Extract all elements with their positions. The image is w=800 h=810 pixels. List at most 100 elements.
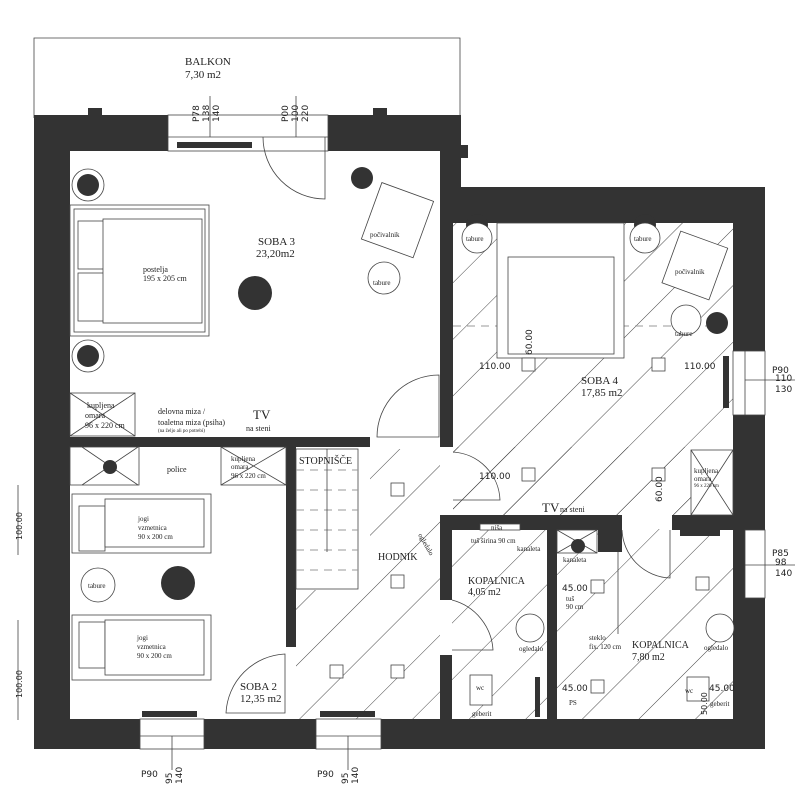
wardrobe-size: 96 x 220 cm: [85, 421, 126, 430]
mattress-label: vzmetnica: [138, 524, 168, 532]
wardrobe-label: omara: [231, 463, 249, 471]
mirror-label: ogledalo: [704, 644, 729, 652]
wc-label: wc: [476, 684, 484, 692]
hallway: STOPNIŠČE HODNIK ogledalo: [295, 448, 435, 679]
room-soba-3: postelja 195 x 205 cm počivalnik tabure …: [69, 167, 435, 437]
room-area: 4,05 m2: [468, 587, 501, 598]
armchair: [360, 182, 435, 259]
window-label: 138: [202, 105, 212, 122]
dimension: 100.00: [15, 512, 24, 540]
window-label: 140: [175, 767, 185, 784]
drain-label: kanaleta: [517, 545, 541, 553]
room-name: SOBA 4: [581, 375, 618, 387]
dimension: 45.00: [562, 684, 588, 694]
shower-label: tuš: [566, 595, 574, 603]
stool-label: tabure: [466, 235, 484, 243]
window-label: P90: [772, 366, 789, 376]
windows: [139, 96, 795, 770]
wardrobe-label: omara: [85, 411, 105, 420]
shelves-label: police: [167, 465, 187, 474]
tv-note: na steni: [246, 424, 271, 433]
room-name: SOBA 3: [258, 236, 295, 248]
lamp: [238, 276, 272, 310]
ps-label: PS: [569, 699, 577, 707]
mirror-label: ogledalo: [519, 645, 544, 653]
shower-label: tuš širina 90 cm: [471, 537, 516, 545]
dimension: 100.00: [15, 670, 24, 698]
window-label: 220: [301, 105, 311, 122]
room-name: SOBA 2: [240, 681, 277, 693]
window-label: 98: [775, 558, 787, 568]
desk-label: toaletna miza (psiha): [158, 418, 225, 427]
sink: [705, 613, 735, 643]
mattress-size: 90 x 200 cm: [138, 533, 173, 541]
room-area: 7,80 m2: [632, 652, 665, 663]
stool-label: tabure: [675, 330, 693, 338]
tv-label: TV: [253, 407, 271, 422]
window-label: 95: [341, 773, 351, 784]
room-soba-4: tabure tabure počivalnik tabure 110.00 1…: [453, 214, 734, 516]
armchair-label: počivalnik: [370, 231, 400, 239]
stool-label: tabure: [88, 582, 106, 590]
toilet: [469, 674, 493, 706]
geberit-label: geberit: [472, 710, 491, 718]
mattress-size: 90 x 200 cm: [137, 652, 172, 660]
stool-label: tabure: [373, 279, 391, 287]
wardrobe-label: kupljena: [231, 455, 256, 463]
room-area: 23,20m2: [256, 248, 295, 260]
window-labels: P78 138 140 P00 100 220 P90 110 130 P85 …: [141, 105, 792, 784]
room-soba-2: police kupljena omara 96 x 220 cm jogi v…: [15, 446, 287, 720]
window-label: 140: [351, 767, 361, 784]
balcony-area: 7,30 m2: [185, 69, 221, 81]
shower-label: 90 cm: [566, 603, 584, 611]
dimension: 110.00: [684, 362, 716, 372]
dimension: 110.00: [479, 472, 511, 482]
mattress-label: vzmetnica: [137, 643, 167, 651]
bed-label: postelja: [143, 265, 168, 274]
dimension: 110.00: [479, 362, 511, 372]
room-kopalnica-1: niša tuš širina 90 cm kanaleta KOPALNICA…: [468, 523, 545, 718]
sink: [515, 613, 545, 643]
wardrobe-size: 96 x 220 cm: [694, 484, 719, 489]
armchair: [661, 230, 729, 301]
room-kopalnica-2: kanaleta 45.00 tuš 90 cm steklo fix. 120…: [556, 529, 735, 715]
dimension: 60.00: [655, 476, 665, 502]
drain-label: kanaleta: [563, 556, 587, 564]
dimension: 50.00: [700, 692, 709, 715]
wardrobe-size: 96 x 220 cm: [231, 472, 266, 480]
doors: [225, 136, 671, 714]
window-label: 140: [212, 105, 222, 122]
room-name: KOPALNICA: [632, 640, 690, 651]
balcony-name: BALKON: [185, 56, 231, 68]
niche-label: niša: [491, 524, 503, 532]
wc-label: wc: [685, 687, 693, 695]
room-area: 12,35 m2: [240, 693, 282, 705]
window-label: 130: [775, 385, 792, 395]
mattress-label: jogi: [137, 515, 149, 523]
toilet: [686, 676, 710, 702]
stool-label: tabure: [634, 235, 652, 243]
window-label: P78: [192, 105, 202, 122]
room-name: HODNIK: [378, 552, 418, 563]
dimension: 45.00: [562, 584, 588, 594]
mattress-label: jogi: [136, 634, 148, 642]
desk-label: delovna miza /: [158, 407, 206, 416]
bed-size: 195 x 205 cm: [143, 274, 188, 283]
window-label: P90: [141, 770, 158, 780]
window-label: 100: [291, 105, 301, 122]
desk-note: (na željo ali po potrebi): [158, 429, 205, 434]
stairs-label: STOPNIŠČE: [299, 455, 352, 467]
window-label: 95: [165, 773, 175, 784]
wardrobe-label: omara: [694, 475, 712, 483]
glass-label: fix. 120 cm: [589, 643, 622, 651]
walls: [34, 108, 765, 749]
window-label: 110: [775, 374, 792, 384]
window-label: P90: [317, 770, 334, 780]
wardrobe-label: kupljena: [87, 401, 115, 410]
window-label: 140: [775, 569, 792, 579]
radiator: [177, 142, 252, 148]
dimension: 60.00: [525, 329, 535, 355]
tv-label: TV: [542, 500, 560, 515]
tv-note: na steni: [560, 505, 585, 514]
